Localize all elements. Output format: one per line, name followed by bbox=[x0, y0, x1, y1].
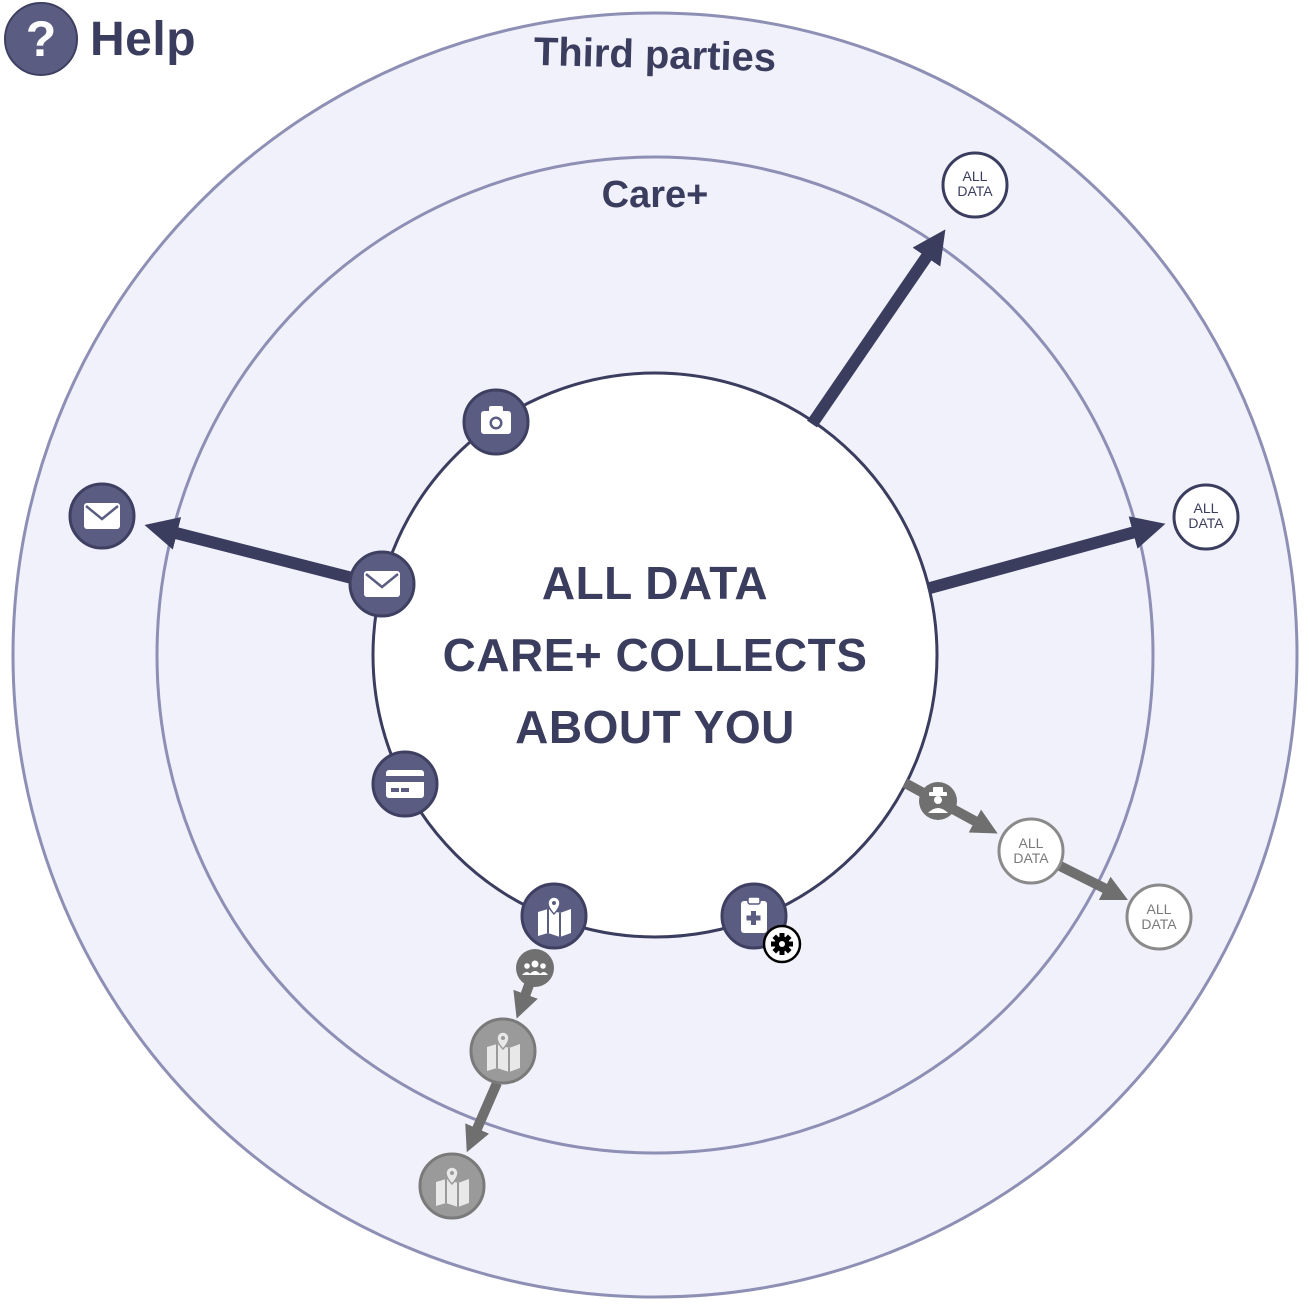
svg-text:ALL: ALL bbox=[1194, 500, 1219, 516]
center-line-3: ABOUT YOU bbox=[515, 701, 795, 753]
care-plus-label: Care+ bbox=[602, 174, 709, 216]
map-icon[interactable] bbox=[520, 882, 588, 950]
svg-text:ALL: ALL bbox=[1019, 835, 1044, 851]
email-icon-third-party[interactable] bbox=[68, 482, 136, 550]
center-line-2: CARE+ COLLECTS bbox=[443, 629, 868, 681]
settings-gear-icon[interactable] bbox=[762, 924, 802, 964]
flow-arrow-top bbox=[807, 229, 946, 428]
email-icon[interactable] bbox=[348, 550, 416, 618]
center-line-1: ALL DATA bbox=[542, 557, 768, 609]
flow-arrow-gray-down-2 bbox=[465, 1081, 502, 1153]
flow-arrow-right bbox=[928, 516, 1166, 594]
map-icon-gray-1[interactable] bbox=[469, 1017, 537, 1085]
help-label: Help bbox=[90, 12, 197, 66]
svg-text:ALL: ALL bbox=[1147, 901, 1172, 917]
help-button[interactable]: ? Help bbox=[4, 2, 196, 76]
all-data-node-top[interactable]: ALL DATA bbox=[941, 151, 1009, 219]
credit-card-icon[interactable] bbox=[371, 750, 439, 818]
all-data-node-gray-2[interactable]: ALL DATA bbox=[1125, 883, 1193, 951]
camera-icon[interactable] bbox=[462, 388, 530, 456]
flow-arrow-left bbox=[144, 517, 354, 584]
all-data-node-gray-1[interactable]: ALL DATA bbox=[997, 817, 1065, 885]
svg-text:DATA: DATA bbox=[1141, 916, 1177, 932]
svg-text:DATA: DATA bbox=[1188, 515, 1224, 531]
spy-icon[interactable] bbox=[919, 782, 957, 820]
flow-arrow-gray-right-2 bbox=[1055, 860, 1128, 900]
svg-text:DATA: DATA bbox=[1013, 850, 1049, 866]
svg-text:DATA: DATA bbox=[957, 183, 993, 199]
question-mark-icon[interactable]: ? bbox=[4, 2, 78, 76]
map-icon-gray-2[interactable] bbox=[418, 1152, 486, 1220]
svg-text:ALL: ALL bbox=[963, 168, 988, 184]
group-icon[interactable] bbox=[516, 949, 554, 987]
center-circle bbox=[371, 371, 939, 939]
third-parties-label: Third parties bbox=[533, 30, 776, 80]
all-data-node-right[interactable]: ALL DATA bbox=[1172, 483, 1240, 551]
